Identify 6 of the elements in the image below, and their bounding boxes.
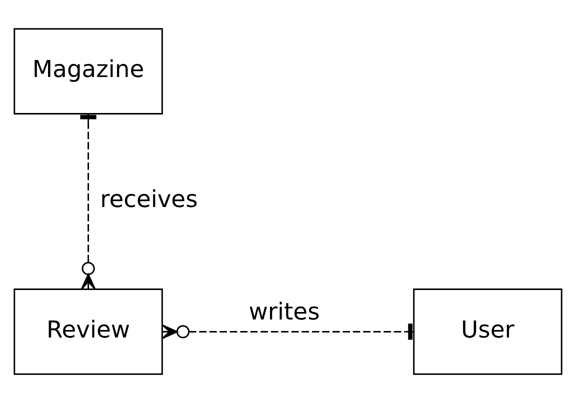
node-box: Magazine (14, 28, 163, 114)
edge-label: writes (248, 298, 320, 326)
connector (162, 324, 414, 340)
edge-label: receives (100, 185, 198, 214)
node-box: Review (14, 288, 163, 375)
node-box: User (413, 288, 562, 375)
